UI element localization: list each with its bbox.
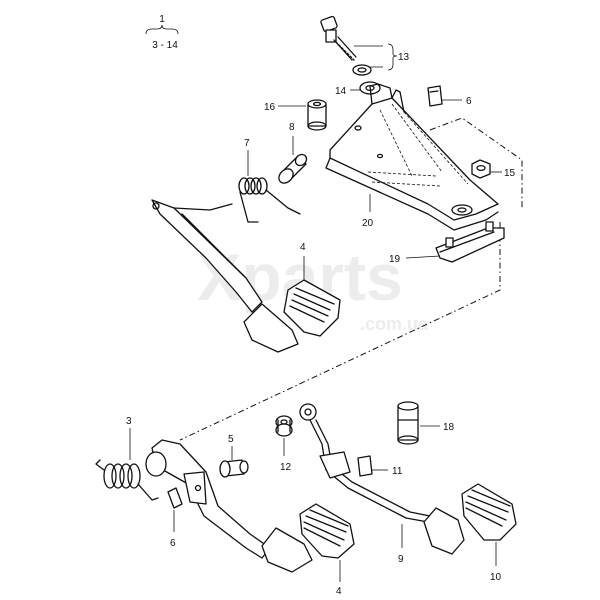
callout-20: 20: [362, 218, 374, 229]
bushing-16: [307, 99, 327, 131]
pedal-pad-10: [461, 483, 517, 541]
callout-5: 5: [228, 434, 234, 445]
pedal-lever-upper: [151, 199, 299, 353]
callout-16: 16: [264, 102, 276, 113]
clip-11: [357, 455, 373, 477]
bolt-13: [320, 15, 372, 76]
base-plate-19: [435, 221, 505, 263]
callout-19: 19: [389, 254, 401, 265]
spring-3: [95, 459, 159, 501]
callout-8: 8: [289, 122, 295, 133]
callout-15: 15: [504, 168, 516, 179]
bracket-20: [325, 83, 499, 231]
clip-6-top: [427, 85, 443, 107]
callout-4-bottom: 4: [336, 586, 342, 597]
callout-14: 14: [335, 86, 347, 97]
page-range: 3 - 14: [152, 40, 178, 51]
callout-18: 18: [443, 422, 455, 433]
callout-10: 10: [490, 572, 502, 583]
pedal-pad-4-top: [283, 279, 341, 337]
pin-5: [219, 459, 249, 478]
pedal-pad-4-bottom: [299, 503, 355, 559]
callout-9: 9: [398, 554, 404, 565]
callout-4-top: 4: [300, 242, 306, 253]
watermark-domain: .com.ua: [360, 314, 429, 334]
group-reference: 1 3 - 14: [145, 14, 179, 51]
pin-8: [278, 153, 308, 184]
pedal-arm-9: [299, 403, 465, 555]
callout-6-top: 6: [466, 96, 472, 107]
callout-7: 7: [244, 138, 250, 149]
clip-6-bottom: [167, 487, 183, 509]
callout-3: 3: [126, 416, 132, 427]
group-number: 1: [159, 14, 165, 25]
assembly-boundary: [179, 117, 523, 441]
nut-15: [471, 159, 491, 179]
spring-7: [238, 177, 301, 223]
callout-6-bottom: 6: [170, 538, 176, 549]
cylinder-18: [397, 401, 419, 445]
pedal-lever-lower: [145, 439, 313, 573]
bushing-12: [275, 415, 293, 437]
callout-13: 13: [398, 52, 410, 63]
callout-12: 12: [280, 462, 292, 473]
callout-11: 11: [392, 466, 403, 477]
